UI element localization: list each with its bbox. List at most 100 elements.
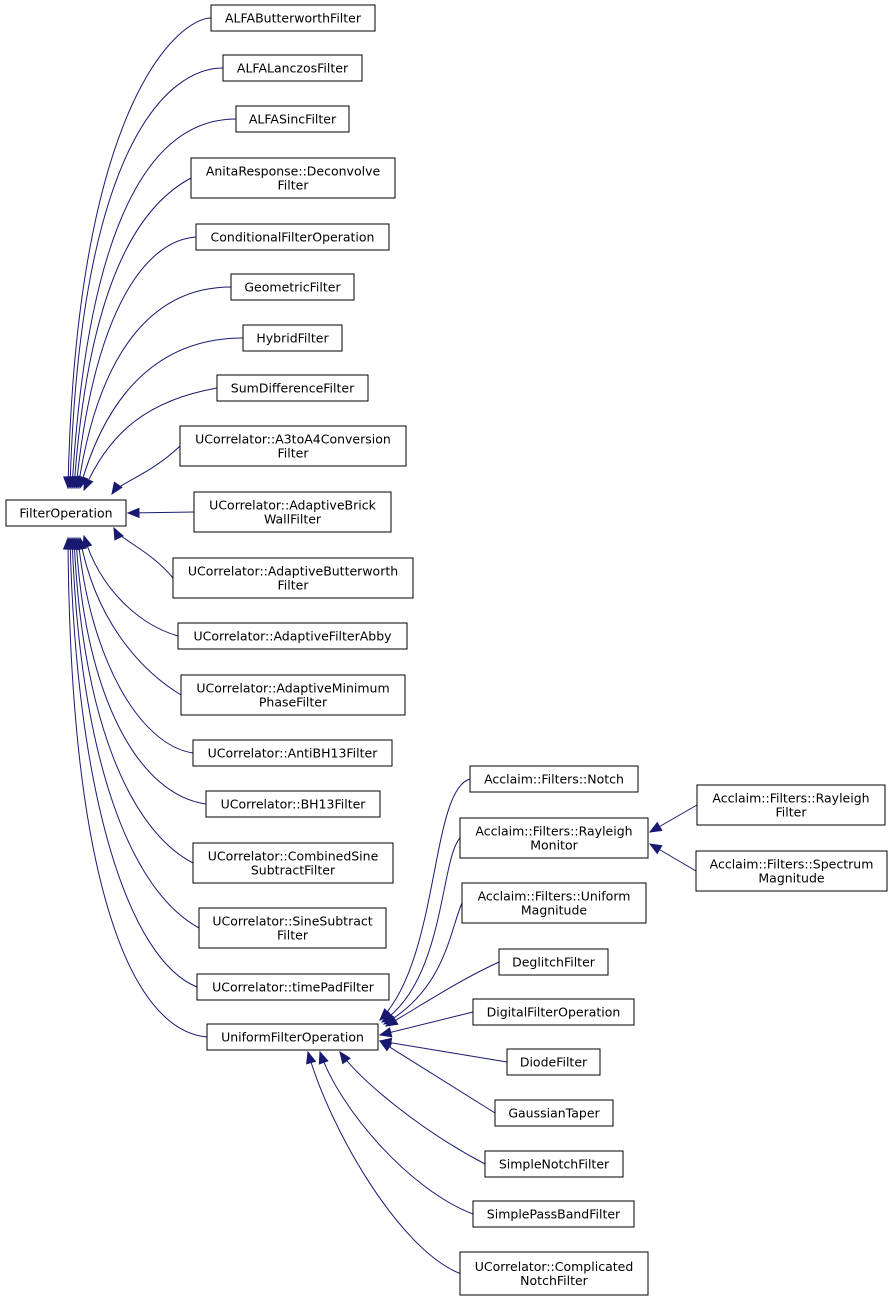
node-box[interactable] bbox=[196, 973, 390, 1001]
node-conditional-filter-operation[interactable]: ConditionalFilterOperation bbox=[195, 223, 390, 251]
edge-ucorrelator-adaptive-butterworth-filter-to-filter-operation bbox=[113, 526, 174, 579]
node-box[interactable] bbox=[459, 817, 649, 859]
node-box[interactable] bbox=[180, 674, 406, 716]
node-box[interactable] bbox=[472, 998, 635, 1026]
node-deglitch-filter[interactable]: DeglitchFilter bbox=[498, 948, 609, 976]
node-box[interactable] bbox=[461, 882, 647, 924]
node-simple-pass-band-filter[interactable]: SimplePassBandFilter bbox=[472, 1200, 635, 1228]
node-box[interactable] bbox=[193, 491, 392, 533]
edge-anita-response-deconvolve-filter-to-filter-operation bbox=[69, 177, 192, 490]
node-box[interactable] bbox=[242, 324, 343, 352]
edge-line bbox=[73, 537, 194, 864]
node-label: NotchFilter bbox=[520, 1273, 589, 1288]
node-label: UCorrelator::SineSubtract bbox=[212, 914, 372, 929]
node-label: UCorrelator::BH13Filter bbox=[221, 797, 367, 812]
edge-line bbox=[381, 837, 461, 1023]
node-sum-difference-filter[interactable]: SumDifferenceFilter bbox=[216, 374, 369, 402]
node-ucorrelator-antibh13-filter[interactable]: UCorrelator::AntiBH13Filter bbox=[192, 739, 393, 767]
node-box[interactable] bbox=[172, 557, 414, 599]
edge-acclaim-filters-spectrum-magnitude-to-acclaim-filters-rayleigh-monitor bbox=[648, 843, 697, 872]
edge-arrowhead bbox=[378, 1040, 393, 1052]
edge-line bbox=[67, 537, 208, 1038]
node-box[interactable] bbox=[459, 1251, 649, 1296]
edge-arrowhead bbox=[83, 477, 94, 492]
edge-alfa-lanczos-filter-to-filter-operation bbox=[65, 67, 224, 490]
node-geometric-filter[interactable]: GeometricFilter bbox=[230, 273, 355, 301]
node-box[interactable] bbox=[195, 223, 390, 251]
node-label: AnitaResponse::Deconvolve bbox=[206, 164, 381, 179]
node-label: SumDifferenceFilter bbox=[231, 381, 355, 396]
node-box[interactable] bbox=[192, 739, 393, 767]
node-alfa-lanczos-filter[interactable]: ALFALanczosFilter bbox=[222, 54, 363, 82]
node-ucorrelator-adaptive-filter-abby[interactable]: UCorrelator::AdaptiveFilterAbby bbox=[177, 622, 408, 650]
node-ucorrelator-timepad-filter[interactable]: UCorrelator::timePadFilter bbox=[196, 973, 390, 1001]
edge-arrowhead bbox=[648, 821, 663, 833]
node-box[interactable] bbox=[205, 790, 381, 818]
edge-acclaim-filters-uniform-magnitude-to-uniform-filter-operation bbox=[382, 902, 463, 1025]
node-label: Acclaim::Filters::Spectrum bbox=[710, 857, 874, 872]
node-box[interactable] bbox=[235, 105, 350, 133]
node-diode-filter[interactable]: DiodeFilter bbox=[506, 1048, 601, 1076]
edge-arrowhead bbox=[648, 843, 663, 855]
node-label: ConditionalFilterOperation bbox=[211, 230, 375, 245]
node-acclaim-filters-notch[interactable]: Acclaim::Filters::Notch bbox=[469, 765, 639, 793]
node-box[interactable] bbox=[696, 784, 886, 826]
node-box[interactable] bbox=[198, 907, 387, 949]
node-box[interactable] bbox=[484, 1150, 624, 1178]
node-label: Acclaim::Filters::Rayleigh bbox=[712, 791, 869, 806]
node-digital-filter-operation[interactable]: DigitalFilterOperation bbox=[472, 998, 635, 1026]
node-box[interactable] bbox=[216, 374, 369, 402]
node-box[interactable] bbox=[5, 499, 127, 527]
node-box[interactable] bbox=[695, 850, 888, 892]
node-gaussian-taper[interactable]: GaussianTaper bbox=[494, 1099, 614, 1127]
node-box[interactable] bbox=[494, 1099, 614, 1127]
node-box[interactable] bbox=[469, 765, 639, 793]
node-box[interactable] bbox=[206, 1023, 379, 1051]
node-label: Acclaim::Filters::Uniform bbox=[478, 889, 631, 904]
node-box[interactable] bbox=[506, 1048, 601, 1076]
node-layer: FilterOperation ALFAButterworthFilterALFA… bbox=[5, 4, 888, 1296]
node-box[interactable] bbox=[190, 157, 396, 199]
node-alfa-butterworth-filter[interactable]: ALFAButterworthFilter bbox=[210, 4, 376, 32]
node-label: ALFALanczosFilter bbox=[237, 61, 349, 76]
node-box[interactable] bbox=[472, 1200, 635, 1228]
edge-line bbox=[77, 286, 232, 489]
node-box[interactable] bbox=[192, 842, 394, 884]
node-label: UCorrelator::AdaptiveButterworth bbox=[188, 564, 398, 579]
node-box[interactable] bbox=[222, 54, 363, 82]
edge-line bbox=[69, 67, 224, 489]
edge-line bbox=[71, 537, 200, 929]
node-hybrid-filter[interactable]: HybridFilter bbox=[242, 324, 343, 352]
node-ucorrelator-bh13-filter[interactable]: UCorrelator::BH13Filter bbox=[205, 790, 381, 818]
node-label: FilterOperation bbox=[19, 506, 112, 521]
edge-line bbox=[77, 537, 194, 754]
node-box[interactable] bbox=[179, 425, 407, 467]
edge-simple-pass-band-filter-to-uniform-filter-operation bbox=[318, 1050, 474, 1215]
node-filter-operation[interactable]: FilterOperation bbox=[5, 499, 127, 527]
node-box[interactable] bbox=[210, 4, 376, 32]
node-uniform-filter-operation[interactable]: UniformFilterOperation bbox=[206, 1023, 379, 1051]
node-box[interactable] bbox=[498, 948, 609, 976]
node-label: UniformFilterOperation bbox=[221, 1030, 364, 1045]
node-box[interactable] bbox=[230, 273, 355, 301]
edge-line bbox=[73, 177, 192, 489]
node-box[interactable] bbox=[177, 622, 408, 650]
node-label: ALFASincFilter bbox=[249, 112, 337, 127]
node-label: Filter bbox=[278, 578, 310, 593]
node-simple-notch-filter[interactable]: SimpleNotchFilter bbox=[484, 1150, 624, 1178]
node-label: GaussianTaper bbox=[508, 1106, 600, 1121]
node-alfa-sinc-filter[interactable]: ALFASincFilter bbox=[235, 105, 350, 133]
edge-arrowhead bbox=[126, 507, 140, 519]
